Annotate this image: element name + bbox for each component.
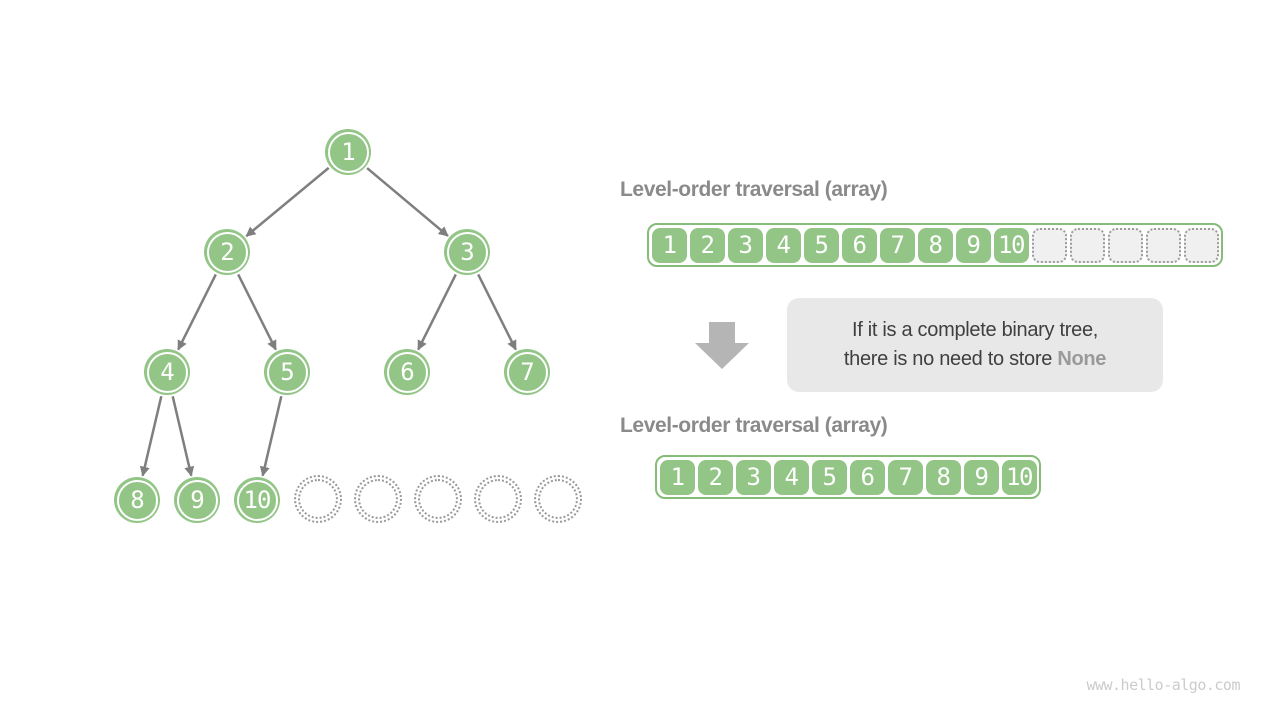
tree-node: 3	[444, 229, 490, 275]
array-empty-cell	[1183, 227, 1219, 263]
tree-empty-node	[414, 475, 462, 523]
tree-empty-node	[534, 475, 582, 523]
array-empty-cell	[1107, 227, 1143, 263]
tree-edge-2-5	[237, 273, 277, 351]
tree-node: 7	[504, 349, 550, 395]
tree-node: 10	[234, 477, 280, 523]
tree-edge-2-4	[177, 273, 217, 351]
array-empty-cell	[1145, 227, 1181, 263]
tree-edge-4-9	[171, 396, 195, 477]
tree-node: 9	[174, 477, 220, 523]
tree-node: 6	[384, 349, 430, 395]
array-cell: 10	[993, 227, 1029, 263]
tree-edge-1-3	[366, 167, 449, 237]
array-cell: 8	[925, 459, 961, 495]
tree-node: 8	[114, 477, 160, 523]
array-cell: 5	[811, 459, 847, 495]
array-cell: 7	[887, 459, 923, 495]
tree-node: 1	[325, 129, 371, 175]
array-cell: 4	[773, 459, 809, 495]
array-cell: 10	[1001, 459, 1037, 495]
tree-empty-node	[294, 475, 342, 523]
array-cell: 3	[735, 459, 771, 495]
tree-node: 2	[204, 229, 250, 275]
array-cell: 6	[841, 227, 877, 263]
array-bottom-heading: Level-order traversal (array)	[620, 414, 888, 437]
tree-edge-3-6	[417, 273, 457, 351]
array-cell: 1	[659, 459, 695, 495]
note-line2-prefix: there is no need to store	[843, 348, 1058, 370]
array-cell: 6	[849, 459, 885, 495]
array-cell: 3	[727, 227, 763, 263]
array-bottom: 1 2 3 4 5 6 7 8 9 10	[655, 455, 1041, 499]
tree-edge-4-8	[139, 396, 163, 477]
note-line1: If it is a complete binary tree,	[851, 319, 1099, 341]
array-cell: 7	[879, 227, 915, 263]
down-arrow-icon	[695, 322, 749, 369]
array-cell: 4	[765, 227, 801, 263]
array-empty-cell	[1069, 227, 1105, 263]
array-cell: 9	[955, 227, 991, 263]
tree-empty-node	[354, 475, 402, 523]
array-top: 1 2 3 4 5 6 7 8 9 10	[647, 223, 1223, 267]
array-cell: 8	[917, 227, 953, 263]
tree-edge-3-7	[477, 273, 517, 351]
array-cell: 5	[803, 227, 839, 263]
tree-node: 5	[264, 349, 310, 395]
array-cell: 1	[651, 227, 687, 263]
tree-edge-1-2	[245, 166, 330, 238]
tree-node: 4	[144, 349, 190, 395]
array-cell: 9	[963, 459, 999, 495]
array-empty-cell	[1031, 227, 1067, 263]
note-line2: there is no need to store None	[787, 345, 1163, 374]
array-cell: 2	[689, 227, 725, 263]
tree-empty-node	[474, 475, 522, 523]
array-cell: 2	[697, 459, 733, 495]
note-highlight: None	[1057, 348, 1107, 370]
watermark: www.hello-algo.com	[1086, 676, 1240, 694]
tree-edge-5-10	[259, 396, 283, 477]
note-box: If it is a complete binary tree, there i…	[787, 298, 1163, 392]
array-top-heading: Level-order traversal (array)	[620, 178, 888, 201]
